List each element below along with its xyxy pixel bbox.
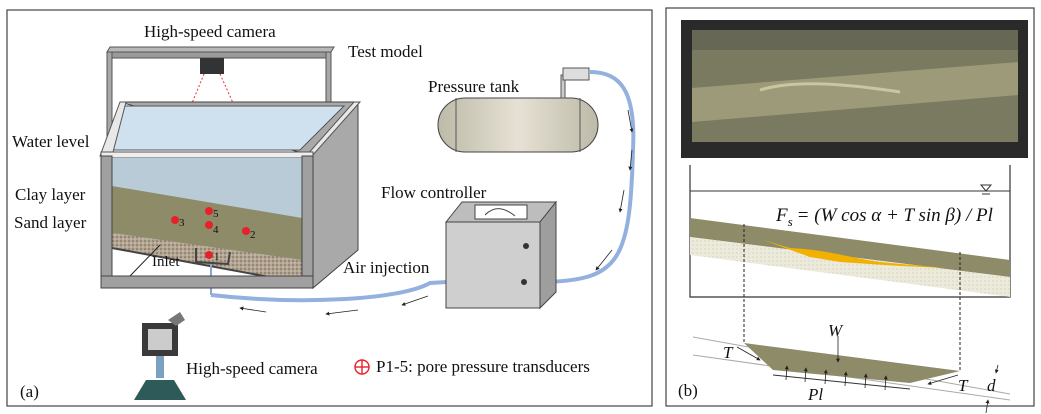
experiment-photo (681, 20, 1028, 158)
air-pipe (210, 280, 448, 303)
crack-zone (763, 240, 945, 268)
label-T-right: T (958, 376, 969, 395)
top-camera-icon (200, 58, 224, 74)
panel-b: Fs= (W cos α + T sin β) / Pl W T T Pl d … (665, 7, 1035, 414)
flow-arrows (239, 109, 634, 316)
label-water-level: Water level (12, 132, 90, 151)
transducers: 1 2 3 4 5 (171, 207, 256, 263)
label-camera-bottom: High-speed camera (186, 359, 318, 378)
label-inlet: Inlet (152, 254, 180, 270)
panel-a-tag: (a) (20, 382, 39, 401)
label-test-model: Test model (348, 42, 423, 61)
sliding-block (744, 343, 960, 383)
panel-b-tag: (b) (678, 381, 698, 400)
transducer-p5: 5 (205, 207, 219, 220)
label-sand-layer: Sand layer (14, 213, 87, 232)
safety-factor-formula: Fs= (W cos α + T sin β) / Pl (775, 205, 993, 229)
test-model-tank (99, 101, 362, 295)
transducer-p2: 2 (242, 227, 256, 241)
transducer-p3: 3 (171, 216, 185, 229)
label-air-injection: Air injection (343, 258, 430, 277)
supply-pipe (544, 70, 636, 284)
svg-text:1: 1 (214, 251, 220, 263)
label-pressure-tank: Pressure tank (428, 77, 520, 96)
svg-text:2: 2 (250, 229, 256, 241)
label-d: d (987, 376, 996, 395)
label-W: W (828, 321, 844, 340)
legend-text: P1-5: pore pressure transducers (376, 357, 590, 376)
slope-schematic (689, 165, 1011, 414)
transducer-p1: 1 (205, 251, 220, 263)
panel-a-border (6, 9, 653, 407)
svg-text:5: 5 (213, 208, 219, 220)
bottom-camera-icon (134, 312, 186, 400)
svg-text:4: 4 (213, 224, 219, 236)
flow-controller (444, 200, 558, 310)
transducer-p4: 4 (205, 221, 219, 236)
label-T-left: T (723, 343, 734, 362)
label-Pl: Pl (807, 385, 823, 404)
panel-b-border (665, 7, 1035, 407)
pressure-tank (437, 67, 599, 153)
label-camera-top: High-speed camera (144, 22, 276, 41)
label-flow-controller: Flow controller (381, 183, 487, 202)
panel-a: 1 2 3 4 5 (6, 9, 653, 407)
svg-text:Fs= (W cos α + T sin β) / Pl: Fs= (W cos α + T sin β) / Pl (775, 205, 993, 229)
water-level-icon (979, 184, 993, 192)
label-clay-layer: Clay layer (15, 185, 86, 204)
legend-icon (354, 359, 370, 375)
svg-text:3: 3 (179, 217, 185, 229)
